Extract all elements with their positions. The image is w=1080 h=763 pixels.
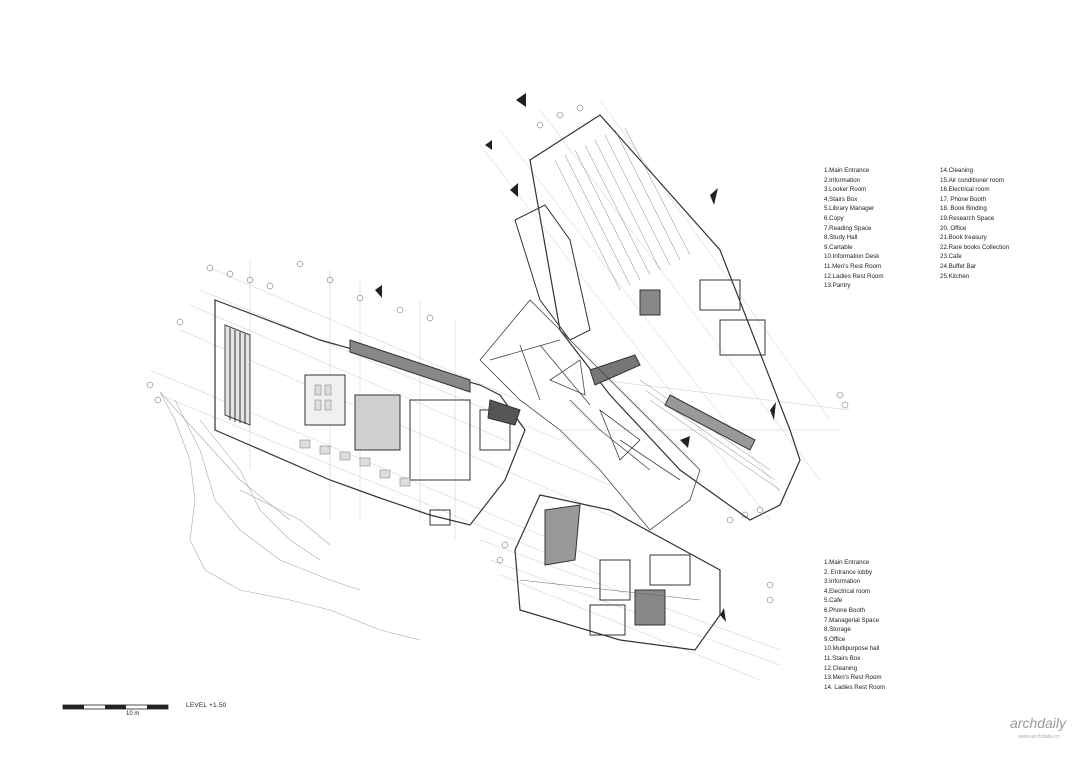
- scale-label: 10 m: [126, 711, 140, 717]
- legend-item: 6.Copy: [824, 214, 844, 222]
- legend-item: 5.Cafe: [824, 597, 843, 605]
- grid-bubbles: [146, 104, 849, 604]
- legend-item: 2. Entrance lobby: [824, 568, 873, 576]
- legend-item: 14. Ladies Rest Room: [824, 683, 886, 691]
- legend-item: 20. Office: [940, 224, 967, 232]
- legend-item: 5.Library Manager: [824, 205, 875, 213]
- legend-item: 18. Book Binding: [940, 205, 987, 213]
- left-building: [214, 299, 526, 526]
- legend-item: 17. Phone Booth: [940, 195, 987, 203]
- legend-item: 23.Cafe: [940, 253, 962, 261]
- legend-item: 24.Buffet Bar: [940, 262, 977, 270]
- legend-item: 8.Storage: [824, 626, 851, 634]
- legend-lower: 1.Main Entrance 2. Entrance lobby 3.Info…: [824, 558, 885, 692]
- legend-item: 4.Stairs Box: [824, 195, 858, 203]
- legend-item: 12.Cleaning: [824, 664, 858, 672]
- site-contour: [159, 391, 421, 641]
- legend-item: 12.Ladies Rest Room: [824, 272, 884, 280]
- legend-upper-col2: 14.Cleaning 15.Air conditioner room 16.E…: [940, 166, 1009, 281]
- watermark-url: www.archdaily.cn: [1018, 734, 1061, 740]
- legend-item: 9.Cartable: [824, 243, 853, 251]
- scale-bar: [62, 704, 169, 710]
- legend-item: 11.Stairs Box: [824, 654, 861, 662]
- legend-item: 22.Rare books Collection: [940, 243, 1010, 251]
- legend-item: 10.Information Desk: [824, 253, 880, 261]
- legend-item: 6.Phone Booth: [824, 606, 865, 614]
- lower-building: [514, 494, 721, 651]
- legend-item: 25.Kitchen: [940, 272, 970, 280]
- legend-item: 19.Research Space: [940, 214, 995, 222]
- section-markers: [375, 93, 776, 622]
- legend-item: 21.Book treasury: [940, 234, 987, 242]
- legend-item: 1.Main Entrance: [824, 559, 870, 566]
- legend-item: 8.Study Hall: [824, 234, 858, 242]
- library-building: [514, 114, 801, 521]
- legend-item: 1.Main Entrance: [824, 167, 870, 174]
- watermark-logo: archdaily: [1010, 715, 1067, 731]
- legend-item: 4.Electrical room: [824, 587, 871, 595]
- legend-item: 2.Information: [824, 176, 861, 184]
- legend-item: 10.Multipurpose hall: [824, 645, 880, 653]
- legend-item: 13.Men's Rest Room: [824, 674, 882, 682]
- legend-item: 16.Electrical room: [940, 186, 990, 194]
- legend-item: 3.Information: [824, 578, 861, 586]
- connector-truss: [479, 299, 701, 531]
- legend-item: 7.Reading Space: [824, 224, 872, 232]
- legend-item: 11.Men's Rest Room: [824, 262, 882, 270]
- legend-item: 15.Air conditioner room: [940, 176, 1004, 184]
- legend-item: 3.Looker Room: [824, 186, 867, 194]
- legend-item: 7.Managerial Space: [824, 616, 880, 624]
- legend-item: 13.Pantry: [824, 282, 851, 290]
- legend-item: 14.Cleaning: [940, 167, 974, 174]
- legend-upper-col1: 1.Main Entrance 2.Information 3.Looker R…: [824, 166, 884, 291]
- legend-item: 9.Office: [824, 635, 846, 643]
- level-label: LEVEL +1.50: [186, 702, 227, 709]
